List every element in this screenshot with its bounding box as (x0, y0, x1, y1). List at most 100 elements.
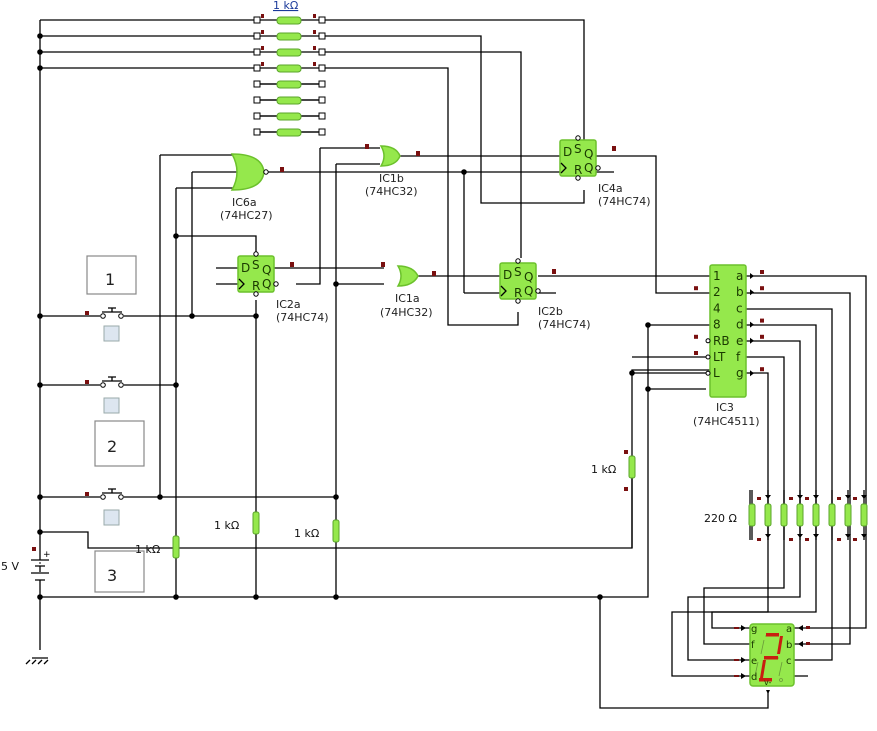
ic2a-part: (74HC74) (276, 311, 329, 324)
ic6a-part: (74HC27) (220, 209, 273, 222)
segment-resistor[interactable] (757, 490, 772, 541)
ic3-pin-8: 8 (713, 318, 721, 332)
label-box-3-text: 3 (107, 566, 117, 585)
ic2b-pin-d: D (503, 268, 512, 282)
switch-2-button[interactable] (103, 397, 120, 414)
ic3-pin-1: 1 (713, 269, 721, 283)
ic4a-pin-r: R (574, 163, 582, 177)
display-segments (754, 633, 783, 682)
ic1b-or-gate[interactable]: IC1b (74HC32) (365, 144, 420, 198)
segment-resistor[interactable] (853, 490, 868, 541)
label-box-1-text: 1 (105, 270, 115, 289)
ic3-name: IC3 (716, 401, 734, 414)
segment-g (764, 656, 778, 660)
ic3-pin-l: L (713, 366, 720, 380)
resistor-r1-value: 1 kΩ (135, 543, 160, 556)
switch-1-button[interactable] (103, 325, 120, 342)
resistor-segment-array[interactable]: 220 Ω (704, 490, 868, 541)
ic3-pin-g: g (736, 366, 744, 380)
resistor-array-item[interactable] (253, 14, 326, 25)
display-pin-g: g (751, 624, 757, 635)
ic6a-name: IC6a (232, 196, 257, 209)
switch-3[interactable] (85, 488, 124, 526)
ic2b-pin-qn: Q (524, 284, 533, 298)
ic1a-name: IC1a (395, 292, 420, 305)
resistor-rb-value: 1 kΩ (591, 463, 616, 476)
push-buttons: 1 2 3 (85, 255, 145, 593)
resistor-array-item[interactable] (253, 96, 326, 105)
ic4a-pin-q: Q (584, 147, 593, 161)
display-pin-b: b (786, 640, 792, 651)
ic4a-pin-d: D (563, 145, 572, 159)
resistor-r2-value: 1 kΩ (214, 519, 239, 532)
ic3-pin-4: 4 (713, 301, 721, 315)
ic1a-or-gate[interactable]: IC1a (74HC32) (380, 262, 436, 319)
ic2a-pin-qn: Q (262, 277, 271, 291)
ic3-pin-e: e (736, 334, 743, 348)
battery-5v[interactable]: + 5 V (1, 547, 51, 581)
ic3-pin-lt: LT (713, 350, 726, 364)
ic2a-pin-d: D (241, 261, 250, 275)
ic3-pin-d: d (736, 318, 744, 332)
segment-d (759, 678, 772, 682)
resistor-r3[interactable]: 1 kΩ (294, 519, 340, 543)
label-box-1 (86, 255, 137, 295)
resistor-array-item[interactable] (253, 62, 326, 73)
switch-2[interactable] (85, 376, 124, 414)
ic3-part: (74HC4511) (693, 415, 760, 428)
ic3-pin-2: 2 (713, 285, 721, 299)
ic6a-nor-gate[interactable]: IC6a (74HC27) (220, 153, 284, 222)
ic3-pin-c: c (736, 301, 743, 315)
resistor-segment-value: 220 Ω (704, 512, 737, 525)
resistor-r1[interactable]: 1 kΩ (135, 535, 180, 559)
display-pin-a: a (786, 624, 792, 635)
resistor-array-item[interactable] (253, 46, 326, 57)
ic3-pin-b: b (736, 285, 744, 299)
resistor-value-link[interactable]: 1 kΩ (273, 0, 298, 12)
segment-resistor[interactable] (789, 490, 804, 541)
ic2b-part: (74HC74) (538, 318, 591, 331)
display-pin-f: f (751, 640, 755, 651)
resistor-array-top: 1 kΩ (253, 0, 326, 137)
segment-resistor[interactable] (780, 490, 788, 540)
battery-voltage: 5 V (1, 560, 19, 573)
display-pin-d: d (751, 672, 757, 683)
ic3-pin-a: a (736, 269, 743, 283)
ic3-pin-f: f (736, 350, 741, 364)
segment-resistor[interactable] (828, 490, 836, 540)
display-pin-c: c (786, 656, 792, 667)
label-box-2 (94, 420, 145, 467)
segment-e (760, 660, 766, 678)
resistor-array-item[interactable] (253, 112, 326, 121)
segment-resistor[interactable] (837, 490, 852, 541)
resistor-r3-value: 1 kΩ (294, 527, 319, 540)
segment-a (766, 633, 779, 637)
junction-dots (37, 33, 651, 600)
label-box-3 (94, 550, 145, 593)
ic2b-pin-q: Q (524, 270, 533, 284)
display-common-label: v- (764, 678, 772, 687)
resistor-array-item[interactable] (253, 80, 326, 89)
resistor-array-item[interactable] (253, 30, 326, 41)
ic4a-pin-s: S (574, 142, 582, 156)
ic2a-name: IC2a (276, 298, 301, 311)
resistor-rb[interactable]: 1 kΩ (591, 450, 636, 491)
switch-1[interactable] (85, 307, 124, 342)
resistor-array-item[interactable] (253, 128, 326, 137)
ic4a-part: (74HC74) (598, 195, 651, 208)
ic2a-pin-q: Q (262, 263, 271, 277)
ic3-pin-rb: RB (713, 334, 730, 348)
segment-resistor[interactable] (748, 490, 756, 540)
segment-resistor[interactable] (805, 490, 820, 541)
ic2a-pin-s: S (252, 258, 260, 272)
switch-3-button[interactable] (103, 509, 120, 526)
battery-plus: + (43, 550, 51, 560)
display-pin-e: e (751, 656, 757, 667)
resistor-r2[interactable]: 1 kΩ (214, 511, 260, 535)
